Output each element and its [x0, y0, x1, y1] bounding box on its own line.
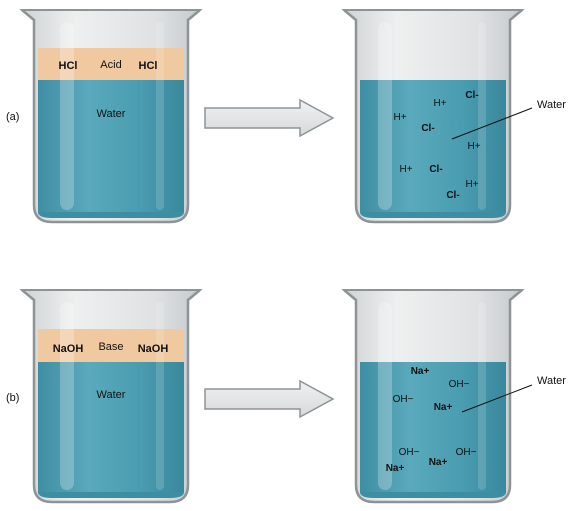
ion-label: OH−: [399, 447, 420, 458]
water-label: Water: [97, 389, 126, 401]
base-label: Base: [98, 341, 123, 353]
ion-label: Cl-: [465, 90, 478, 101]
ion-label: OH−: [456, 447, 477, 458]
glass-highlight: [378, 302, 392, 490]
callout-line: [451, 107, 533, 140]
water-liquid: [360, 362, 506, 493]
water-liquid: [38, 80, 184, 212]
water-liquid: [38, 362, 184, 493]
glass-highlight: [378, 22, 392, 210]
ion-label: H+: [393, 112, 406, 123]
ion-label: Na+: [411, 366, 430, 377]
ion-label: H+: [467, 141, 480, 152]
naoh-label-right: NaOH: [138, 343, 169, 355]
water-liquid: [360, 80, 506, 212]
ion-label: Cl-: [421, 123, 434, 134]
ion-label: Na+: [429, 457, 448, 468]
ion-label: Cl-: [429, 164, 442, 175]
water-callout: Water: [537, 375, 566, 387]
ion-label: H+: [465, 179, 478, 190]
beaker-a-after: H+ Cl- H+ Cl- H+ H+ Cl- H+ Cl-: [341, 9, 525, 224]
ion-label: OH−: [449, 379, 470, 390]
naoh-label-left: NaOH: [53, 343, 84, 355]
arrow-right-icon: [204, 98, 335, 138]
base-layer: [38, 329, 184, 362]
glass-highlight: [60, 302, 74, 490]
beaker-b-before: NaOH Base NaOH Water: [19, 289, 203, 504]
ion-label: Na+: [386, 463, 405, 474]
acid-layer: [38, 48, 184, 80]
callout-line: [461, 384, 533, 413]
panel-a-label: (a): [6, 111, 19, 123]
ion-label: OH−: [393, 394, 414, 405]
hcl-label-left: HCl: [59, 60, 78, 72]
hcl-label-right: HCl: [139, 60, 158, 72]
glass-highlight: [60, 22, 74, 210]
acid-label: Acid: [100, 59, 121, 71]
water-label: Water: [97, 108, 126, 120]
arrow-right-icon: [204, 379, 335, 419]
ion-label: H+: [433, 98, 446, 109]
beaker-a-before: HCl Acid HCl Water: [19, 9, 203, 224]
water-callout: Water: [537, 99, 566, 111]
ion-label: H+: [399, 164, 412, 175]
ion-label: Cl-: [446, 190, 459, 201]
beaker-b-after: Na+ OH− OH− Na+ OH− OH− Na+ Na+: [341, 289, 525, 504]
ion-label: Na+: [434, 402, 453, 413]
panel-b-label: (b): [6, 392, 19, 404]
